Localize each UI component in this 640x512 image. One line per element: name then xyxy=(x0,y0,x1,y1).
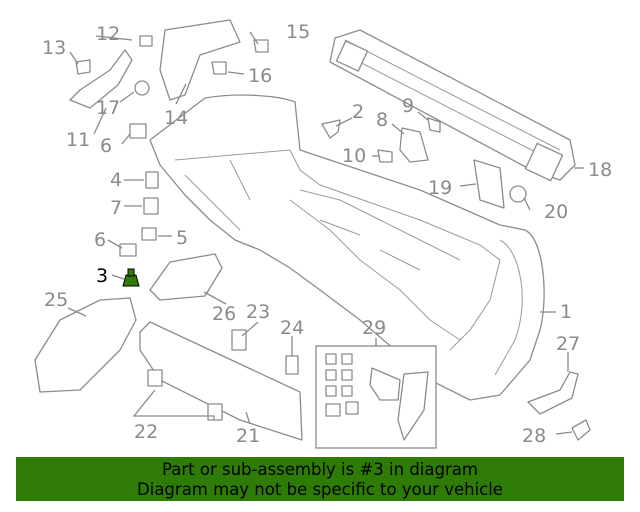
part-22-fastener-a[interactable] xyxy=(147,369,163,387)
part-10-bolt[interactable] xyxy=(377,149,393,163)
part-20-washer[interactable] xyxy=(509,185,527,203)
callout-28: 28 xyxy=(522,425,546,447)
callout-4: 4 xyxy=(110,169,122,191)
part-21-lower-panel[interactable] xyxy=(139,321,303,441)
part-18-reinforcement-beam[interactable] xyxy=(329,29,576,182)
part-17-nut[interactable] xyxy=(134,80,150,96)
callout-23: 23 xyxy=(246,301,270,323)
part-28-clip[interactable] xyxy=(571,419,591,441)
callout-16: 16 xyxy=(248,65,272,87)
part-16-bolt[interactable] xyxy=(211,61,227,75)
callout-9: 9 xyxy=(402,95,414,117)
callout-13: 13 xyxy=(42,37,66,59)
callout-19: 19 xyxy=(428,177,452,199)
callout-1: 1 xyxy=(560,301,572,323)
callout-2: 2 xyxy=(352,101,364,123)
callout-18: 18 xyxy=(588,159,612,181)
callout-6a: 6 xyxy=(100,135,112,157)
part-12-bolt[interactable] xyxy=(139,35,153,47)
callout-12: 12 xyxy=(96,23,120,45)
callout-5: 5 xyxy=(176,227,188,249)
part-11-bracket[interactable] xyxy=(69,49,133,109)
callout-labels: 12 13 15 16 17 14 11 6 4 7 5 6 3 2 8 9 1… xyxy=(42,21,612,447)
part-2-clip[interactable] xyxy=(321,119,341,139)
info-banner: Part or sub-assembly is #3 in diagram Di… xyxy=(16,457,624,501)
part-22-fastener-b[interactable] xyxy=(207,403,223,421)
part-3-highlighted-fastener[interactable] xyxy=(122,268,140,287)
part-8-bracket[interactable] xyxy=(399,127,429,163)
callout-27: 27 xyxy=(556,333,580,355)
part-14-bracket[interactable] xyxy=(159,19,241,101)
banner-line-2: Diagram may not be specific to your vehi… xyxy=(137,480,503,499)
callout-20: 20 xyxy=(544,201,568,223)
callout-10: 10 xyxy=(342,145,366,167)
callout-14: 14 xyxy=(164,107,188,129)
part-26-bracket[interactable] xyxy=(149,253,223,301)
part-7-clip[interactable] xyxy=(143,197,159,215)
callout-17: 17 xyxy=(96,97,120,119)
callout-22: 22 xyxy=(134,421,158,443)
callout-8: 8 xyxy=(376,109,388,131)
callout-25: 25 xyxy=(44,289,68,311)
part-9-bolt[interactable] xyxy=(427,117,441,133)
part-24-clip[interactable] xyxy=(285,355,299,375)
part-13-bolt[interactable] xyxy=(75,59,91,75)
part-4-bolt[interactable] xyxy=(145,171,159,189)
callout-26: 26 xyxy=(212,303,236,325)
part-29-kit-box[interactable] xyxy=(315,345,437,449)
callout-21: 21 xyxy=(236,425,260,447)
part-1-bumper-cover[interactable] xyxy=(149,94,545,401)
part-23-clip[interactable] xyxy=(231,329,247,351)
callout-15: 15 xyxy=(286,21,310,43)
part-27-trim[interactable] xyxy=(527,371,579,415)
parts-diagram: 12 13 15 16 17 14 11 6 4 7 5 6 3 2 8 9 1… xyxy=(34,19,612,449)
callout-7: 7 xyxy=(110,197,122,219)
callout-6b: 6 xyxy=(94,229,106,251)
callout-11: 11 xyxy=(66,129,90,151)
part-19-bracket[interactable] xyxy=(473,159,505,209)
part-6b-clip[interactable] xyxy=(119,243,137,257)
callout-29: 29 xyxy=(362,317,386,339)
leader-lines xyxy=(67,31,584,435)
part-5-bolt[interactable] xyxy=(141,227,157,241)
callout-24: 24 xyxy=(280,317,304,339)
banner-line-1: Part or sub-assembly is #3 in diagram xyxy=(162,460,478,479)
callout-3: 3 xyxy=(96,265,108,287)
part-6a-clip[interactable] xyxy=(129,123,147,139)
part-25-panel[interactable] xyxy=(34,297,137,393)
